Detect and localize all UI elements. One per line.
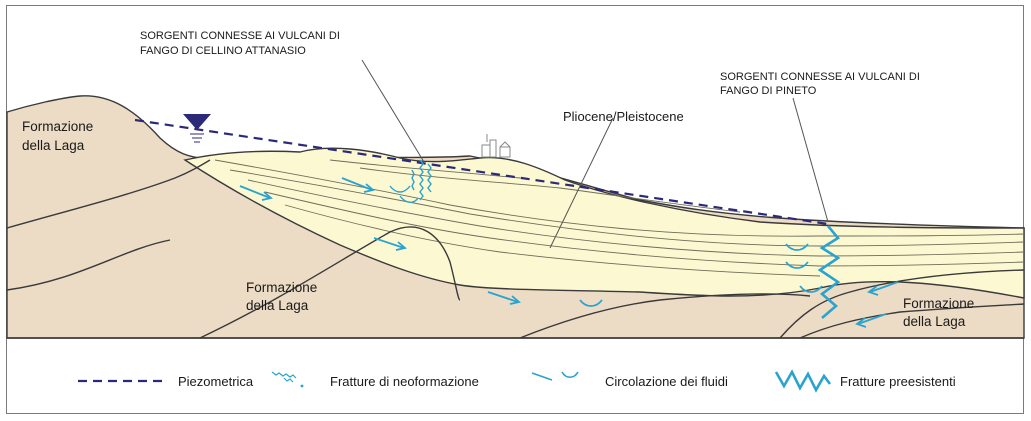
label-laga-top-left-1: Formazione	[22, 119, 93, 134]
label-springs-pineto-2: FANGO DI PINETO	[720, 85, 817, 97]
label-laga-middle-1: Formazione	[246, 280, 317, 295]
label-laga-top-left-2: della Laga	[22, 138, 85, 153]
legend-piezometric-label: Piezometrica	[178, 374, 254, 389]
label-laga-middle-2: della Laga	[246, 298, 309, 313]
label-springs-cellino-1: SORGENTI CONNESSE AI VULCANI DI	[140, 30, 340, 42]
label-springs-pineto-1: SORGENTI CONNESSE AI VULCANI DI	[720, 71, 920, 83]
legend-fluid-label: Circolazione dei fluidi	[605, 374, 728, 389]
legend-preexisting-label: Fratture preesistenti	[840, 374, 956, 389]
legend-fluid-swatch	[532, 372, 578, 380]
label-pliocene: Pliocene/Pleistocene	[563, 109, 684, 124]
label-springs-cellino-2: FANGO DI CELLINO ATTANASIO	[140, 45, 306, 57]
label-laga-right-1: Formazione	[903, 296, 974, 311]
legend-new-fractures-label: Fratture di neoformazione	[330, 374, 479, 389]
legend-preexisting-swatch	[776, 372, 830, 390]
town-icon	[482, 134, 510, 157]
legend-new-fractures-swatch	[272, 372, 303, 387]
legend: Piezometrica Fratture di neoformazione C…	[78, 372, 956, 390]
label-laga-right-2: della Laga	[903, 314, 966, 329]
